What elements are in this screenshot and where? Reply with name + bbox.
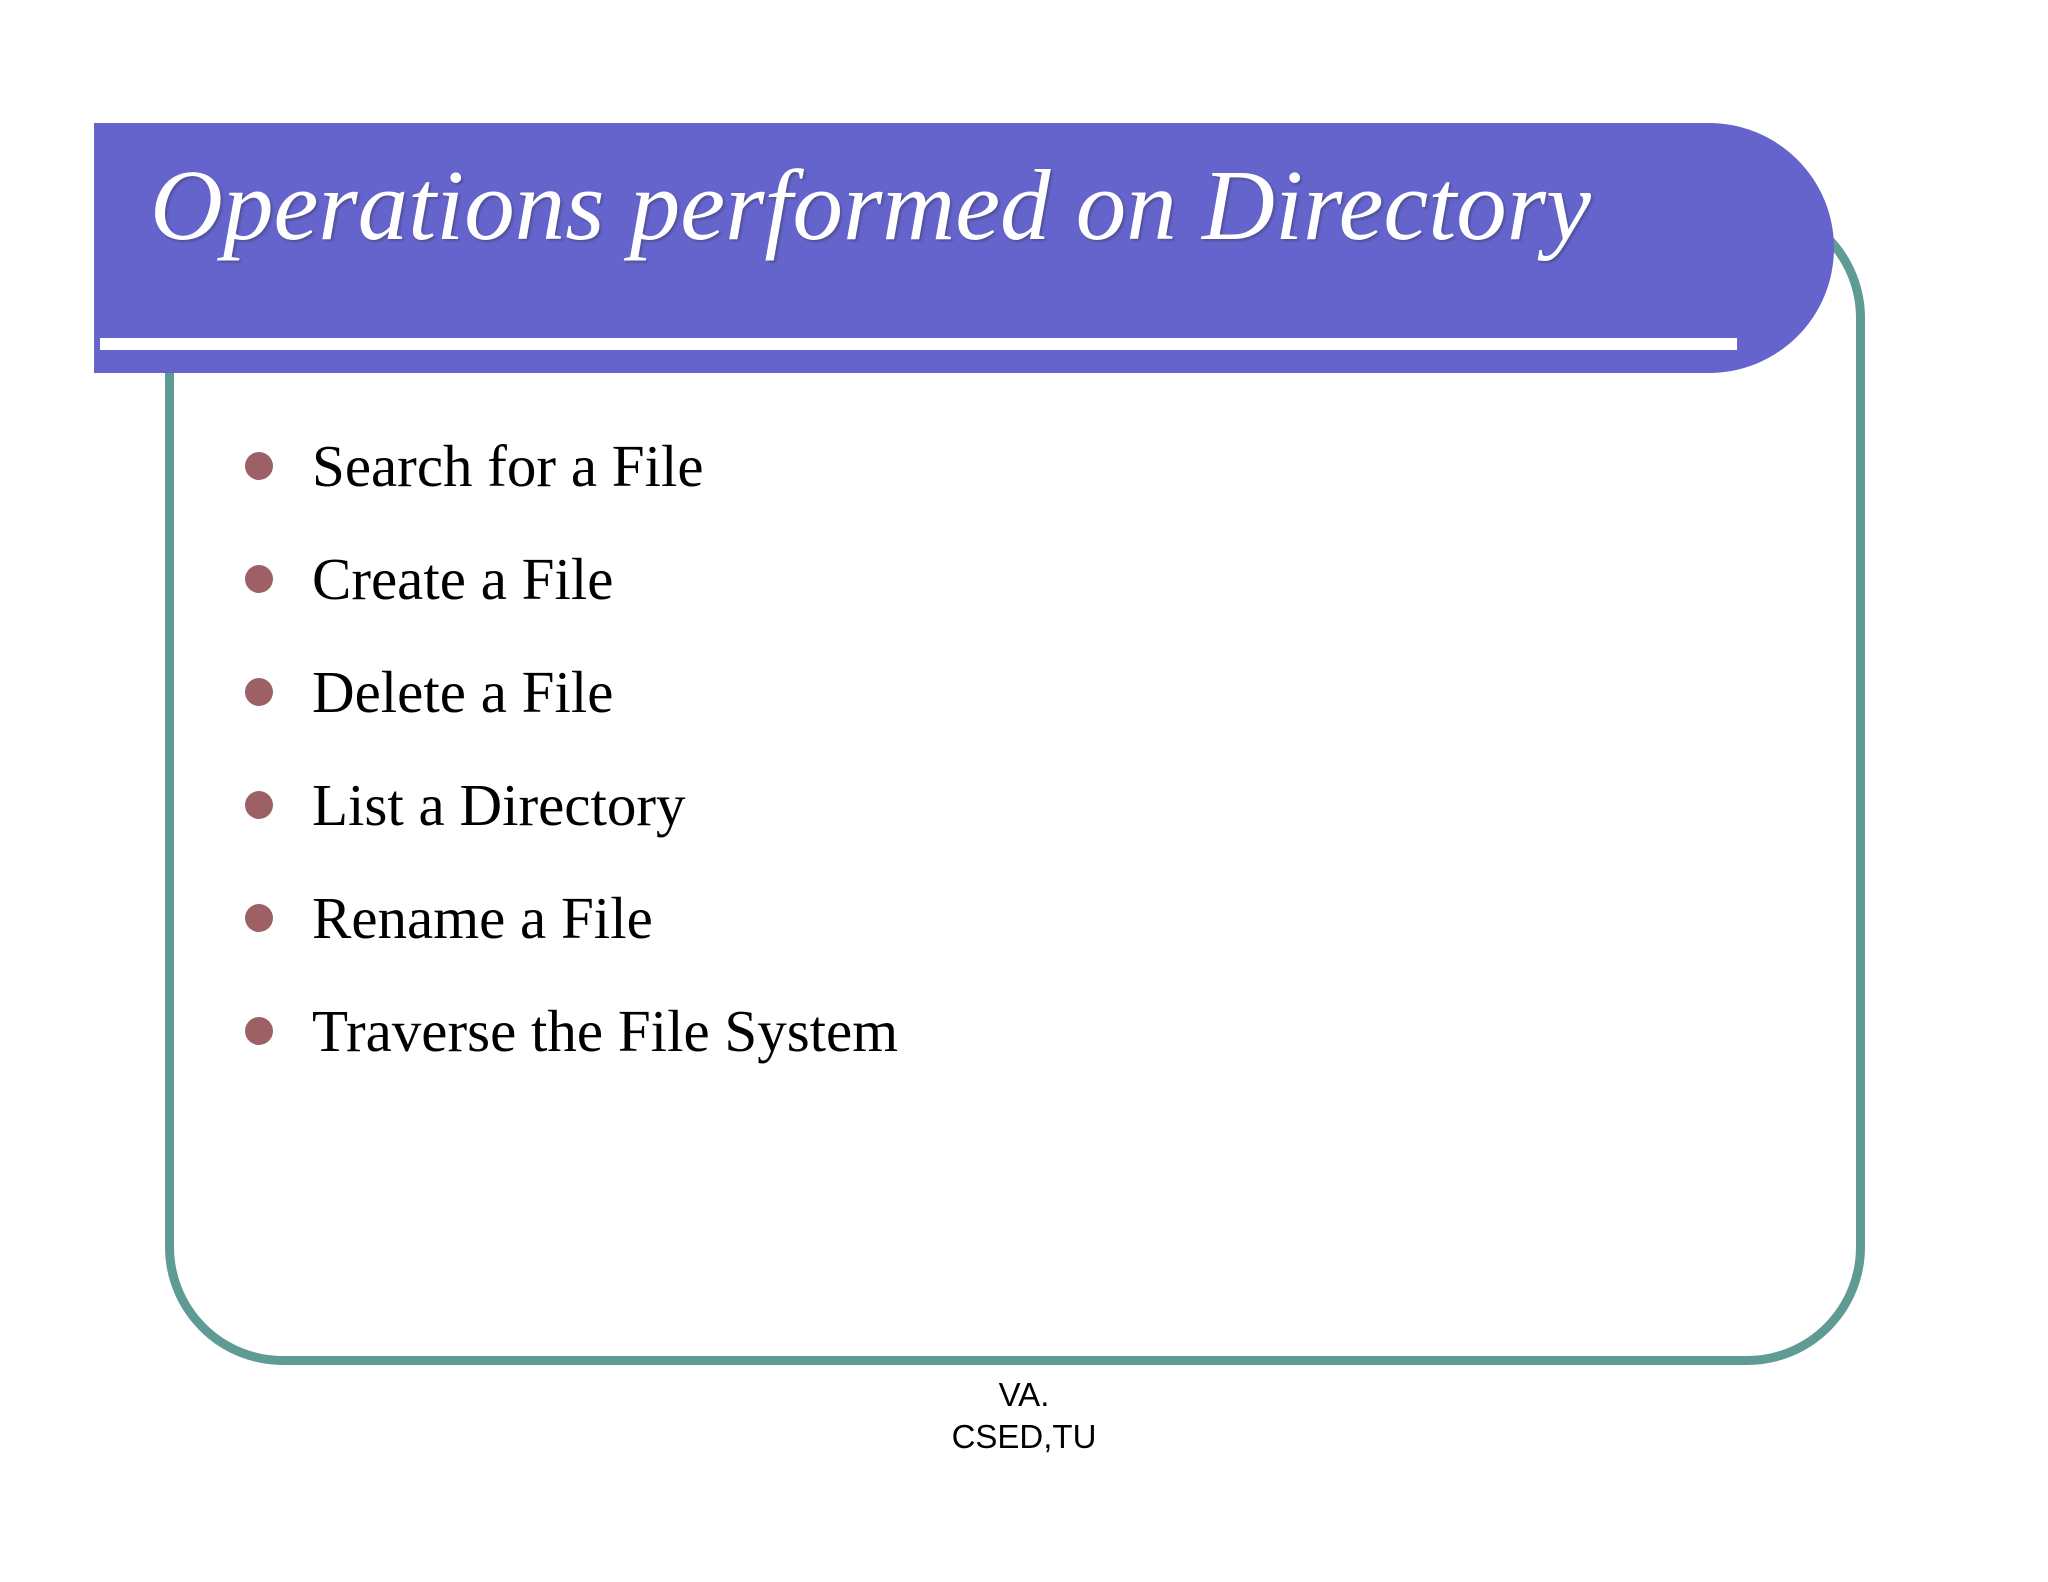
list-item-label: List a Directory (312, 772, 686, 838)
list-item: Search for a File (240, 410, 1740, 523)
bullet-dot-icon (245, 565, 273, 593)
list-item-label: Create a File (312, 546, 614, 612)
title-underline-rule (100, 338, 1737, 350)
list-item: Rename a File (240, 862, 1740, 975)
bullet-list: Search for a File Create a File Delete a… (240, 410, 1740, 1088)
slide-footer: VA. CSED,TU (0, 1374, 2048, 1458)
bullet-dot-icon (245, 678, 273, 706)
list-item-label: Delete a File (312, 659, 614, 725)
list-item: Traverse the File System (240, 975, 1740, 1088)
list-item: Create a File (240, 523, 1740, 636)
bullet-dot-icon (245, 904, 273, 932)
footer-line-affiliation: CSED,TU (951, 1418, 1097, 1456)
footer-line-author: VA. (998, 1376, 1050, 1413)
list-item-label: Search for a File (312, 433, 704, 499)
bullet-dot-icon (245, 452, 273, 480)
slide-title: Operations performed on Directory (150, 148, 1591, 261)
list-item-label: Traverse the File System (312, 998, 899, 1064)
list-item: List a Directory (240, 749, 1740, 862)
list-item-label: Rename a File (312, 885, 653, 951)
list-item: Delete a File (240, 636, 1740, 749)
bullet-dot-icon (245, 791, 273, 819)
title-banner (94, 123, 1834, 373)
bullet-dot-icon (245, 1017, 273, 1045)
